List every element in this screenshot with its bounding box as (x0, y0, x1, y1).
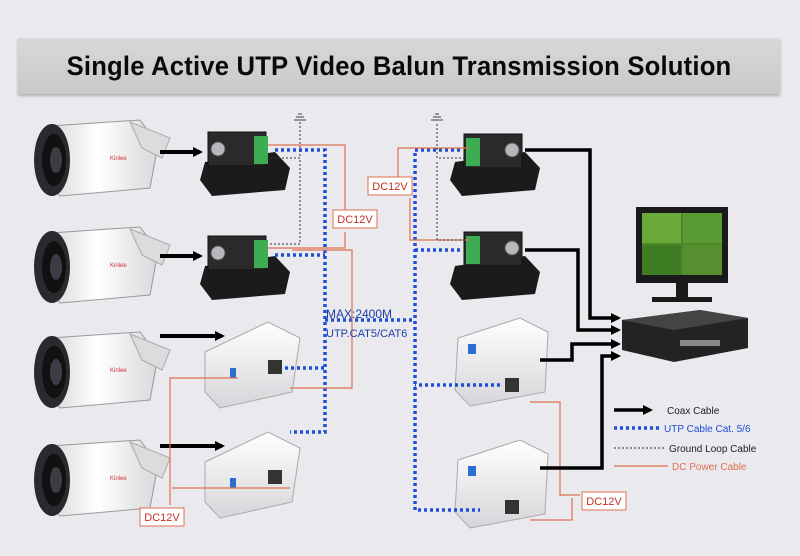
label-dc-left-lower: DC12V (139, 507, 185, 527)
label-dc-left-lower-text: DC12V (144, 512, 180, 524)
camera-2: Kinlee (34, 226, 171, 304)
dvr-recorder (622, 310, 748, 362)
diagram-title: Single Active UTP Video Balun Transmissi… (66, 51, 732, 81)
camera-brand: Kinlee (110, 156, 127, 162)
camera-brand: Kinlee (110, 263, 127, 269)
legend-power-label: DC Power Cable (672, 462, 747, 473)
legend-ground-label: Ground Loop Cable (669, 444, 757, 455)
active-balun-transmitter-2 (204, 431, 301, 519)
label-dc-right-lower: DC12V (581, 491, 627, 511)
balun-receiver-1 (450, 133, 540, 196)
balun-transmitter-1 (200, 131, 290, 196)
legend-coax: Coax Cable (614, 405, 720, 417)
active-balun-receiver-1 (454, 317, 549, 407)
label-dc-left-upper: DC12V (332, 209, 378, 229)
camera-brand: Kinlee (110, 476, 127, 482)
legend-ground: Ground Loop Cable (614, 444, 757, 455)
label-dc-right-lower-text: DC12V (586, 496, 622, 508)
camera-4: Kinlee (34, 439, 171, 517)
power-cables (169, 144, 580, 521)
balun-transmitter-2 (200, 235, 290, 300)
label-cable-type: UTP.CAT5/CAT6 (326, 328, 407, 340)
legend-utp: UTP Cable Cat. 5/6 (614, 424, 751, 435)
legend-utp-label: UTP Cable Cat. 5/6 (664, 424, 751, 435)
coax-arrows-left (160, 147, 225, 451)
legend-coax-label: Coax Cable (667, 406, 720, 417)
balun-receiver-2 (450, 231, 540, 300)
legend-power: DC Power Cable (614, 462, 747, 473)
label-dc-right-upper: DC12V (367, 176, 413, 196)
active-balun-transmitter-1 (204, 321, 301, 409)
monitor (636, 207, 728, 302)
camera-3: Kinlee (34, 331, 171, 409)
ground-icons (294, 113, 443, 121)
ground-loop-cables (270, 122, 465, 245)
coax-to-dvr (525, 148, 621, 470)
label-max-distance: MAX:2400M (326, 307, 392, 321)
camera-brand: Kinlee (110, 368, 127, 374)
label-dc-right-upper-text: DC12V (372, 181, 408, 193)
legend: Coax Cable UTP Cable Cat. 5/6 Ground Loo… (614, 405, 757, 473)
label-dc-left-upper-text: DC12V (337, 214, 373, 226)
active-balun-receiver-2 (454, 439, 549, 529)
camera-1: Kinlee (34, 119, 171, 197)
title-bar: Single Active UTP Video Balun Transmissi… (18, 38, 780, 94)
